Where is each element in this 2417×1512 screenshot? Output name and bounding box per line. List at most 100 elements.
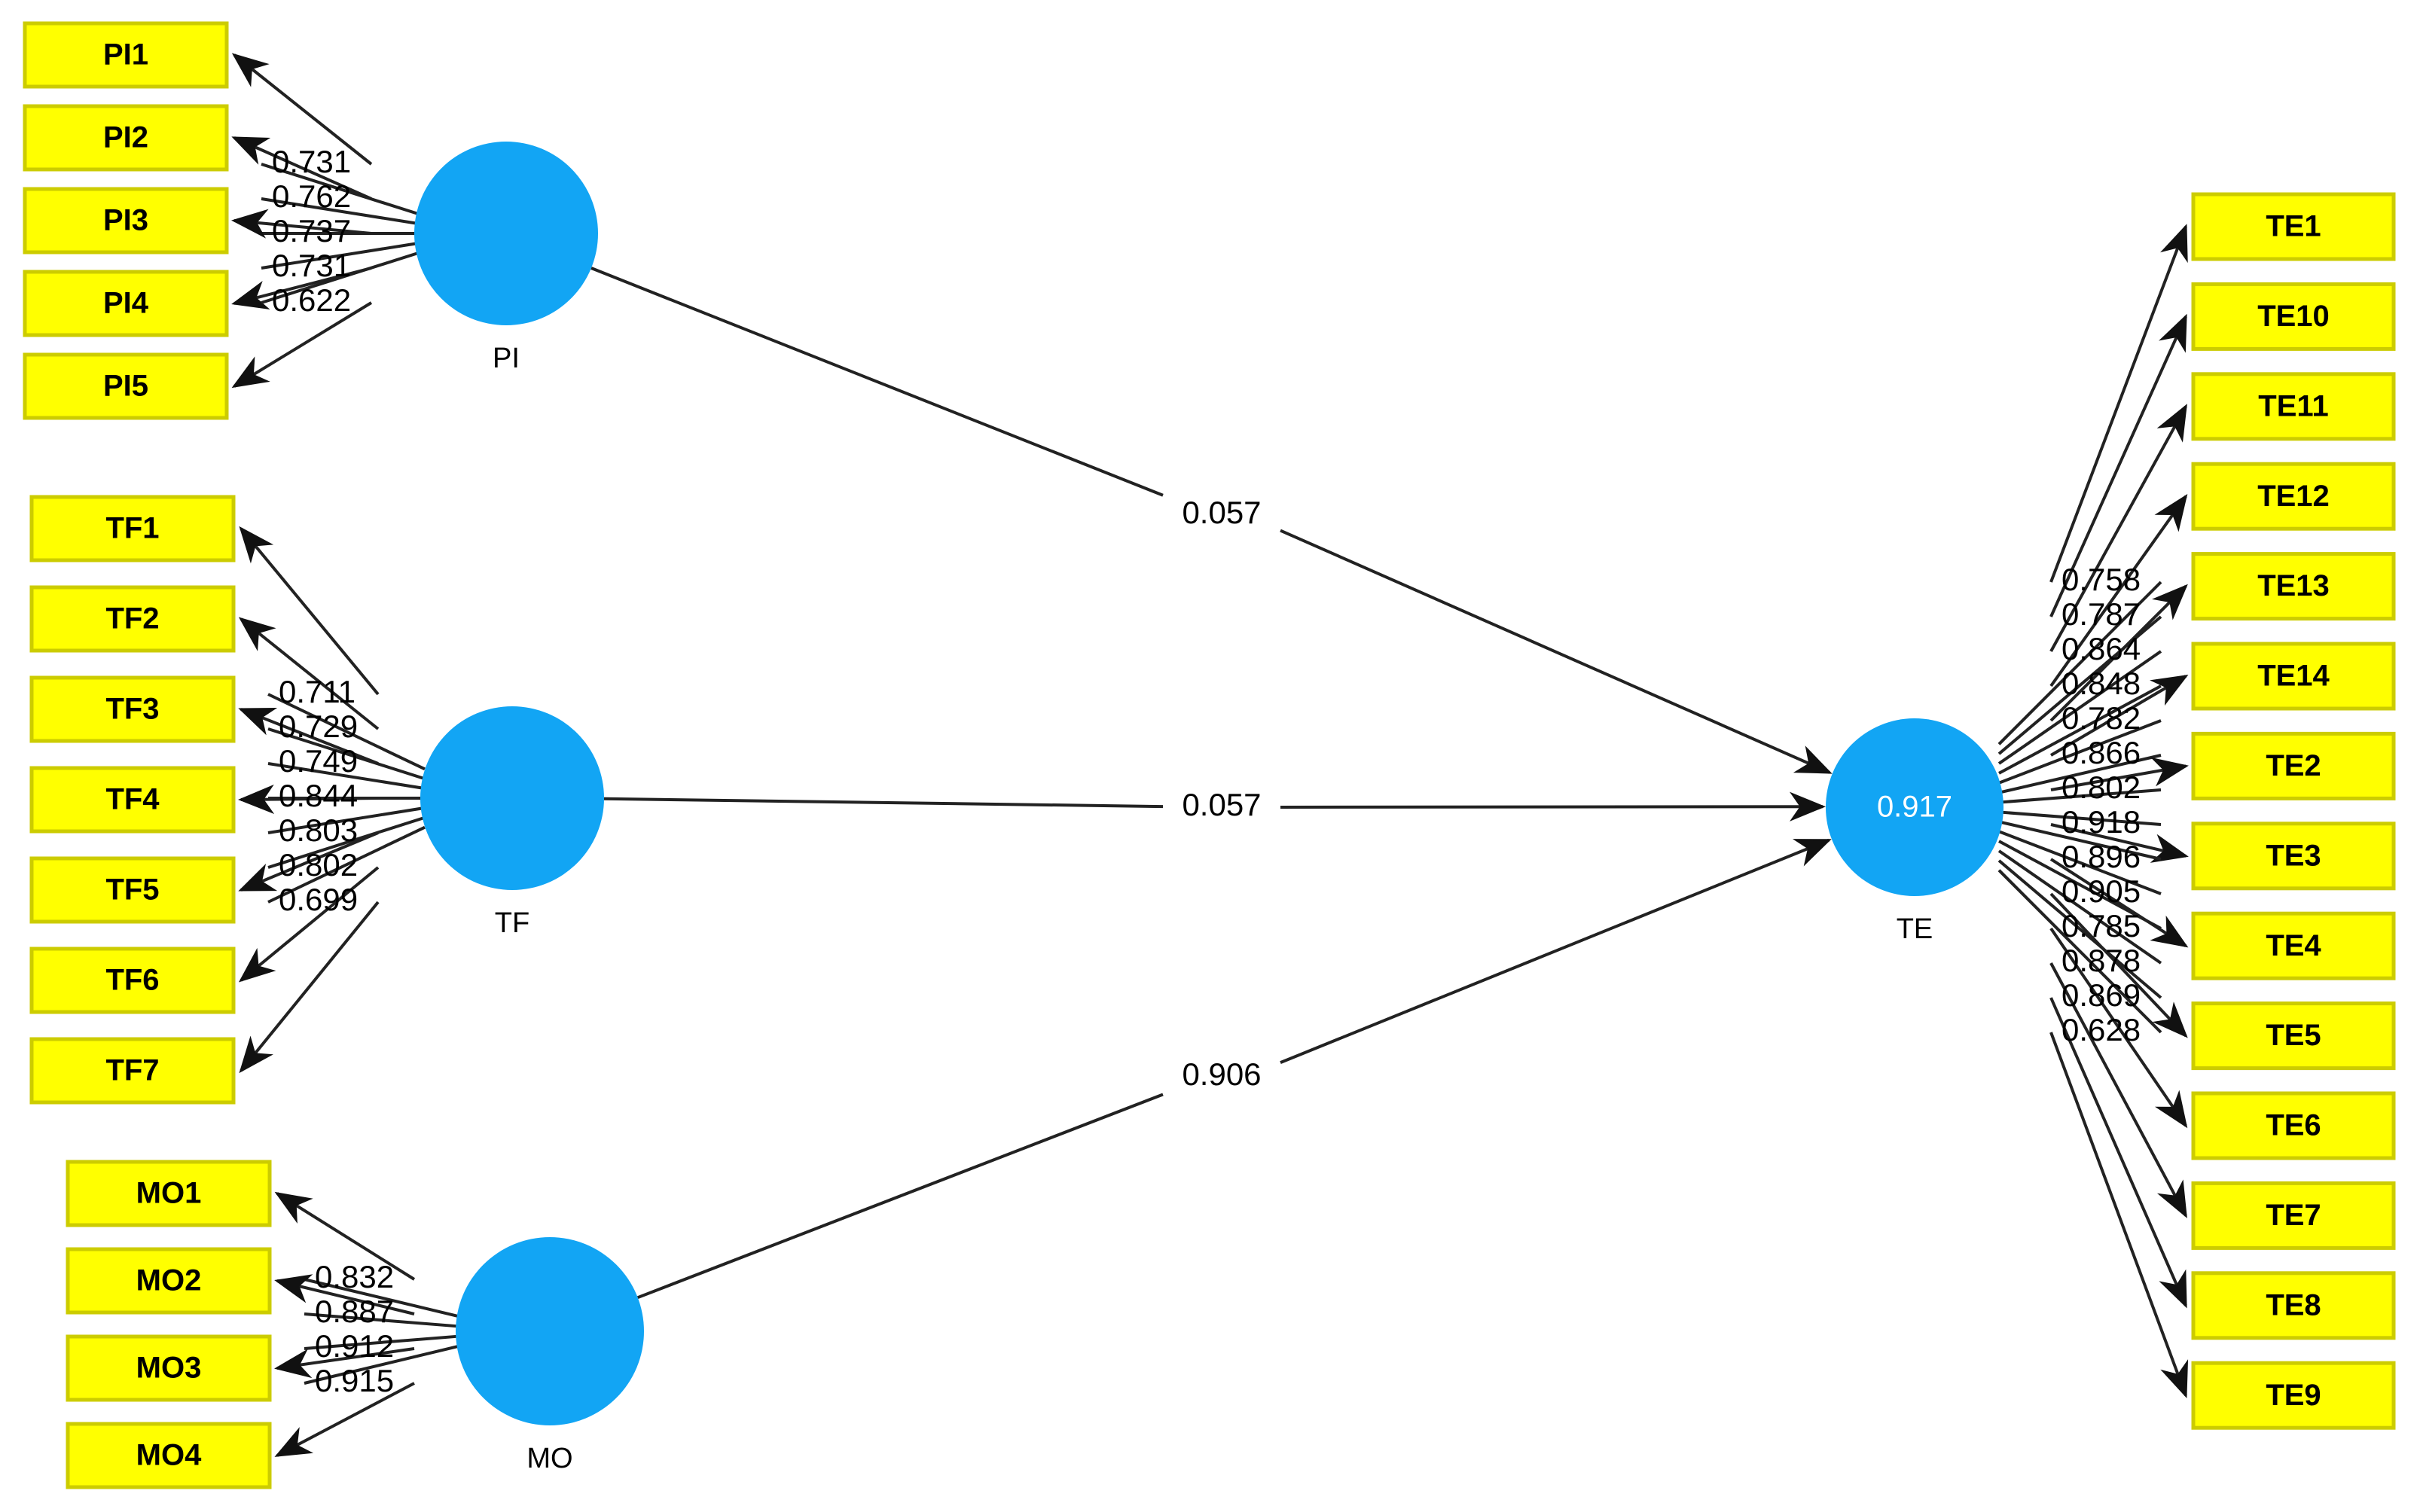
loading-edge-inner	[267, 762, 426, 791]
outer-loading-label: 0.737	[272, 213, 351, 248]
indicator-box: TE13	[2191, 552, 2396, 621]
outer-loading-label: 0.915	[315, 1363, 394, 1398]
indicator-box: MO2	[66, 1247, 272, 1315]
path-coefficient-label: 0.057	[1182, 495, 1261, 530]
loading-edge-outer	[2049, 404, 2187, 652]
indicator-box-rect	[2191, 1361, 2396, 1430]
indicator-box-rect	[2191, 1001, 2396, 1071]
indicator-box: MO1	[66, 1160, 272, 1227]
outer-loading-label: 0.628	[2061, 1012, 2141, 1047]
latent-variable-mo[interactable]: MO	[456, 1237, 644, 1474]
outer-loading-label: 0.787	[2061, 596, 2141, 632]
indicator-box-rect	[2191, 731, 2396, 800]
outer-loading-label: 0.758	[2061, 562, 2141, 597]
loading-edge-outer	[2049, 584, 2188, 722]
indicator-box: PI3	[23, 187, 229, 255]
loading-edge-inner	[1997, 859, 2162, 999]
indicator-label: TE4	[2266, 929, 2321, 962]
outer-loading-label: 0.866	[2061, 735, 2141, 770]
indicator-box: MO4	[66, 1422, 272, 1489]
indicator-box: TE4	[2191, 911, 2396, 980]
indicator-box-rect	[2191, 192, 2396, 261]
loading-edge-inner	[267, 727, 426, 781]
outer-loading-label: 0.832	[315, 1259, 394, 1294]
coefficient-labels-layer: 0.7310.7620.7370.7310.6220.7110.7290.749…	[272, 144, 2141, 1398]
latent-variable-pi[interactable]: PI	[414, 142, 598, 374]
loading-edge-outer	[231, 53, 373, 166]
indicator-box-rect	[23, 104, 229, 172]
loading-edge-inner	[304, 1278, 461, 1318]
indicator-label: TE6	[2266, 1109, 2321, 1142]
loading-edge-outer	[231, 136, 372, 200]
indicator-box-rect	[29, 766, 236, 834]
indicator-label: MO3	[136, 1352, 202, 1385]
indicator-label: PI2	[103, 121, 148, 154]
indicator-box: PI2	[23, 104, 229, 172]
outer-loading-label: 0.869	[2061, 977, 2141, 1013]
loading-edge-inner	[267, 693, 426, 771]
indicator-label: TF5	[105, 873, 159, 907]
structural-path-segment	[1280, 529, 1833, 774]
loading-edge-inner	[304, 1334, 461, 1350]
indicator-label: PI3	[103, 204, 148, 237]
indicator-box: TE12	[2191, 462, 2396, 531]
indicator-box-rect	[2191, 822, 2396, 891]
loading-edge-inner	[1998, 754, 2162, 794]
indicator-label: TF4	[105, 783, 160, 816]
latent-name-label: TF	[495, 907, 529, 939]
loading-edge-inner	[267, 806, 426, 834]
loading-edge-inner	[1998, 820, 2162, 861]
indicator-box: TF7	[29, 1037, 236, 1105]
loading-edge-outer	[238, 866, 380, 983]
outer-loading-label: 0.731	[272, 248, 351, 283]
loading-edge-outer	[2050, 757, 2189, 791]
outer-loading-label: 0.887	[315, 1294, 394, 1329]
indicator-label: MO4	[136, 1439, 202, 1472]
latent-circle[interactable]	[1826, 718, 2003, 896]
indicator-label: TE1	[2266, 210, 2321, 243]
loading-edge-inner	[1998, 840, 2162, 930]
indicator-box-rect	[29, 495, 236, 562]
latent-name-label: PI	[493, 343, 520, 374]
indicator-box-rect	[66, 1422, 272, 1489]
indicator-box: TE3	[2191, 822, 2396, 891]
outer-loading-label: 0.803	[279, 812, 358, 848]
loading-edge-outer	[238, 707, 379, 765]
indicator-label: TE7	[2266, 1199, 2321, 1232]
latent-circle[interactable]	[414, 142, 598, 325]
indicator-label: MO2	[136, 1264, 202, 1297]
loading-edge-outer	[2049, 493, 2188, 687]
loading-edge-inner	[1997, 869, 2162, 1034]
structural-path-segment	[636, 1093, 1164, 1300]
loading-edge-outer	[2050, 823, 2189, 863]
loading-edge-inner	[267, 815, 426, 869]
loading-edge-outer	[238, 831, 379, 892]
indicator-label: TE11	[2258, 389, 2328, 422]
indicator-box-rect	[2191, 1091, 2396, 1160]
indicator-box-rect	[29, 856, 236, 924]
outer-loading-label: 0.622	[272, 282, 351, 318]
latent-name-label: TE	[1897, 913, 1933, 945]
indicator-label: PI4	[103, 287, 149, 320]
loading-edge-outer	[231, 301, 373, 389]
structural-path-segment	[1280, 791, 1826, 822]
latent-circle[interactable]	[456, 1237, 644, 1425]
indicator-box: PI5	[23, 352, 229, 420]
indicator-box-rect	[66, 1334, 272, 1402]
outer-loading-label: 0.844	[279, 778, 358, 813]
latent-variable-tf[interactable]: TF	[420, 706, 604, 939]
indicator-box: TF6	[29, 947, 236, 1014]
indicator-box: TE1	[2191, 192, 2396, 261]
latent-circle[interactable]	[420, 706, 604, 890]
loading-edge-outer	[239, 526, 380, 696]
outer-loading-label: 0.785	[2061, 908, 2141, 943]
outer-loading-label: 0.918	[2061, 804, 2141, 840]
loading-edge-inner	[1998, 788, 2162, 804]
loading-edge-inner	[1997, 581, 2162, 745]
loading-edge-inner	[1998, 684, 2162, 775]
loading-edge-outer	[238, 784, 379, 815]
indicator-label: TF1	[105, 512, 159, 545]
